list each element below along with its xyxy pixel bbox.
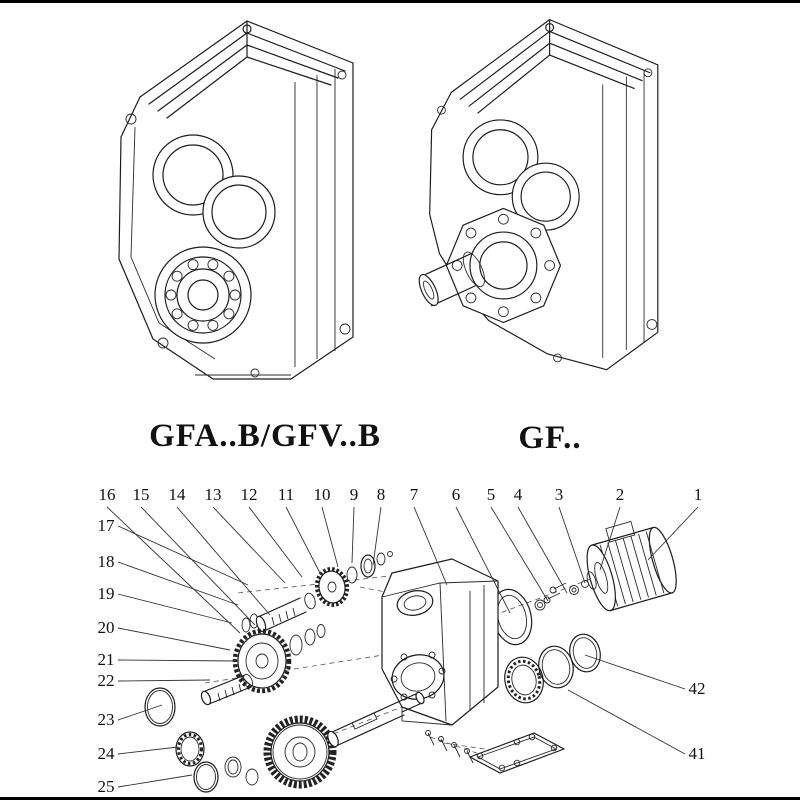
callout-15: 15: [133, 485, 150, 504]
gfab-housing: [118, 20, 354, 380]
callout-18: 18: [98, 552, 115, 571]
second-bore: [202, 175, 276, 249]
callout-22: 22: [98, 671, 115, 690]
callout-5: 5: [487, 485, 496, 504]
callout-3: 3: [555, 485, 564, 504]
callout-23: 23: [98, 710, 115, 729]
callout-12: 12: [241, 485, 258, 504]
callout-25: 25: [98, 777, 115, 796]
callout-9: 9: [350, 485, 359, 504]
output-shaft: [418, 251, 485, 307]
left-bearing-parts: [144, 687, 259, 793]
input-shaft-cluster: [241, 551, 393, 633]
callout-4: 4: [514, 485, 523, 504]
callout-6: 6: [452, 485, 461, 504]
exploded-parts-diagram: 16 15 14 13 12 11 10 9 8 7 6 5 4 3 2 1 1…: [0, 465, 800, 797]
lifting-hole: [242, 24, 252, 34]
leader-lines: [106, 506, 699, 788]
cover-bolts: [425, 730, 474, 764]
model-label-gfab: GFA..B/GFV..B: [149, 418, 381, 454]
gf-housing: [418, 19, 659, 371]
callout-11: 11: [278, 485, 294, 504]
callout-8: 8: [377, 485, 386, 504]
callout-2: 2: [616, 485, 625, 504]
output-shaft-drawing: [327, 691, 425, 748]
motor-fasteners: [534, 580, 589, 611]
callout-20: 20: [98, 618, 115, 637]
cover-plate: [469, 732, 565, 774]
callout-1: 1: [694, 485, 703, 504]
callout-24: 24: [98, 744, 116, 763]
motor-drawing: [586, 520, 677, 612]
retaining-rings: [504, 633, 601, 704]
callout-16: 16: [99, 485, 116, 504]
callout-42: 42: [689, 679, 706, 698]
callout-13: 13: [205, 485, 222, 504]
callout-10: 10: [314, 485, 331, 504]
gfab-line-art: [118, 20, 354, 380]
callout-14: 14: [169, 485, 187, 504]
gearbox-drawing-gf: [410, 7, 705, 402]
gearbox-drawing-gfab: [95, 7, 395, 407]
exploded-line-art: 16 15 14 13 12 11 10 9 8 7 6 5 4 3 2 1 1…: [98, 485, 706, 796]
lifting-hole: [545, 22, 555, 33]
housing-drawing: [381, 558, 499, 726]
callout-17: 17: [98, 516, 116, 535]
callout-19: 19: [98, 584, 115, 603]
callout-41: 41: [689, 744, 706, 763]
callout-numbers-left: 17 18 19 20 21 22 23 24 25: [98, 516, 116, 796]
callout-numbers-right: 42 41: [689, 679, 706, 763]
callout-7: 7: [410, 485, 419, 504]
callout-numbers-top: 16 15 14 13 12 11 10 9 8 7 6 5 4 3 2 1: [99, 485, 703, 504]
model-label-gf: GF..: [518, 420, 582, 456]
callout-21: 21: [98, 650, 115, 669]
intermediate-gear-cluster: [200, 624, 326, 706]
gf-line-art: [418, 19, 659, 371]
output-flange: [445, 207, 562, 324]
output-bearing: [154, 246, 252, 344]
output-gear: [263, 715, 337, 789]
